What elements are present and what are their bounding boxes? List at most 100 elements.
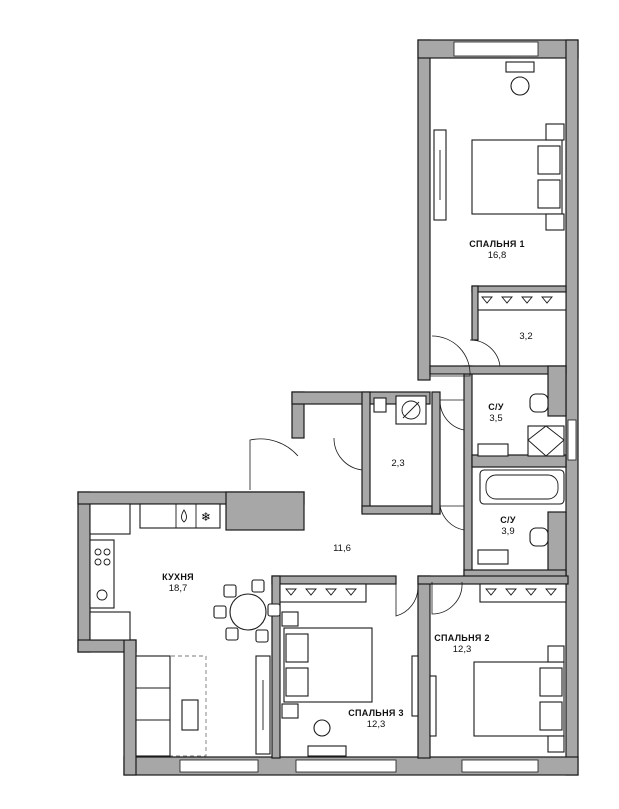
closet-rail (279, 583, 367, 603)
wall-bedroom-divider (417, 575, 431, 759)
wall-bedroom3-left (271, 575, 281, 759)
sofa-icon (135, 655, 171, 757)
chair-icon (223, 584, 237, 598)
shaft (373, 397, 387, 413)
storage-area: 2,3 (391, 458, 404, 469)
wall-storage-left (361, 391, 371, 513)
chair-icon (251, 579, 265, 593)
chair-icon (267, 603, 281, 617)
doors (249, 335, 501, 617)
wall-bath-divider (471, 454, 567, 468)
wall-kitchen-left-upper (77, 491, 91, 653)
bathtub-icon (479, 469, 565, 505)
nightstand (545, 123, 565, 141)
window-bedroom1 (453, 41, 539, 57)
chair-icon (213, 605, 227, 619)
bedroom1-area: 16,8 (488, 250, 507, 261)
pillow (537, 179, 561, 209)
bath1-name: С/У (488, 402, 504, 412)
kitchen-counter (139, 503, 221, 529)
wall-bath-right-block (547, 365, 567, 417)
chair-icon (225, 627, 239, 641)
hall-area: 11,6 (333, 543, 351, 554)
wall-wardrobe-left (471, 285, 479, 341)
bedroom2-area: 12,3 (453, 644, 472, 655)
door-bedroom1 (430, 335, 471, 377)
wardrobe-unit (411, 655, 419, 717)
hanger-icon (285, 588, 357, 596)
bedroom1-furniture: СПАЛЬНЯ 1 16,8 (433, 61, 565, 261)
kitchen-name: КУХНЯ (162, 572, 194, 582)
toilet-icon (529, 393, 549, 413)
table-icon (229, 593, 267, 631)
hanger-icon (481, 296, 553, 304)
toilet-icon (529, 527, 549, 547)
pillow (539, 701, 563, 731)
wall-bedroom1-left (417, 39, 431, 381)
kitchen: ❄ КУХНЯ 18,7 (89, 503, 281, 757)
stove-icon (89, 539, 115, 609)
hanger-icon (485, 588, 557, 596)
door-bedroom3 (395, 582, 419, 617)
storage-room: 2,3 (373, 395, 427, 469)
nightstand (547, 645, 565, 663)
pillow (539, 667, 563, 697)
wall-wardrobe-top (471, 285, 567, 293)
door-bedroom2 (431, 581, 463, 615)
shower-icon (527, 425, 565, 457)
bath2-name: С/У (500, 515, 516, 525)
door-entrance (249, 438, 299, 490)
nightstand (281, 703, 299, 719)
window-bedroom2 (461, 759, 539, 773)
fridge-snowflake-icon: ❄ (201, 510, 211, 524)
faucet-icon (181, 509, 187, 523)
desk (505, 61, 535, 73)
bedroom3-name: СПАЛЬНЯ 3 (348, 708, 404, 718)
pillow (285, 633, 309, 663)
window-kitchen (179, 759, 259, 773)
wall-storage-right (431, 391, 441, 515)
sink-icon (477, 549, 509, 565)
door-storage (333, 437, 363, 471)
wall-storage-bottom (361, 505, 441, 515)
chair-icon (313, 719, 331, 737)
wall-kitchen-left-lower (123, 639, 137, 776)
desk (307, 745, 347, 757)
kitchen-cabinet (89, 611, 131, 641)
bath2: С/У 3,9 (477, 469, 565, 565)
sink-icon (477, 443, 509, 457)
bath1: С/У 3,5 (477, 393, 565, 457)
kitchen-cabinet (89, 503, 131, 535)
door-wardrobe (469, 339, 501, 367)
wardrobe-area: 3,2 (519, 331, 532, 342)
wall-bath2-right-block (547, 511, 567, 577)
wardrobe-room: 3,2 (477, 291, 567, 342)
sink-icon (96, 589, 108, 601)
pillow (537, 145, 561, 175)
chair-icon (510, 76, 530, 96)
wall-bath-left (463, 365, 473, 577)
window-bath (567, 419, 577, 461)
walls (77, 39, 579, 776)
coffee-table (181, 699, 199, 731)
wall-bath-top (429, 365, 567, 375)
bedroom3: СПАЛЬНЯ 3 12,3 (279, 583, 419, 757)
closet-rail (477, 291, 567, 311)
bedroom2-name: СПАЛЬНЯ 2 (434, 633, 490, 643)
wall-bedroom3-top (271, 575, 397, 585)
chair-icon (255, 629, 269, 643)
closet-rail (479, 583, 567, 603)
kitchen-area: 18,7 (169, 583, 188, 594)
wall-right-outer (565, 39, 579, 776)
door-bath1 (439, 399, 465, 431)
wall-bedroom2-top (417, 575, 569, 585)
nightstand (547, 735, 565, 753)
nightstand (545, 213, 565, 231)
window-bedroom3 (295, 759, 397, 773)
bedroom2: СПАЛЬНЯ 2 12,3 (429, 583, 567, 753)
wall-kitchen-block (225, 491, 305, 531)
bath1-area: 3,5 (489, 413, 502, 424)
bedroom3-area: 12,3 (367, 719, 386, 730)
nightstand (281, 611, 299, 627)
